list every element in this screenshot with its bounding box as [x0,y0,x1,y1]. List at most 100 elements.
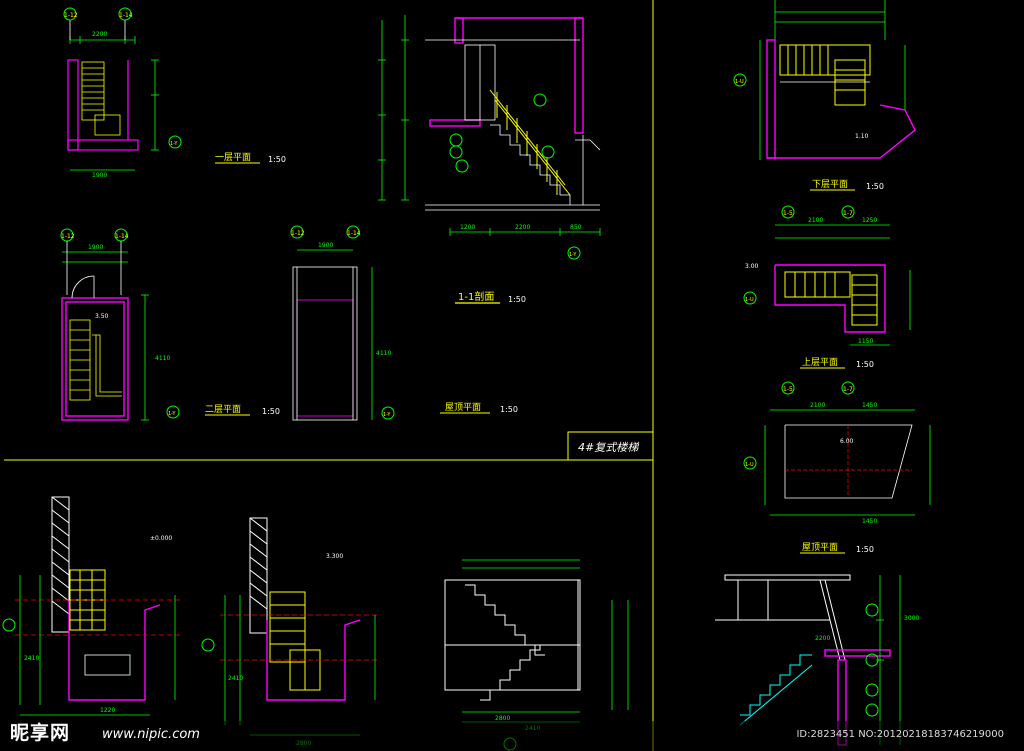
axis-label: 1-7 [843,210,853,217]
axis-label: 1-5 [783,386,793,393]
roof2-plan: 1-5 1-7 2100 1450 6.00 1-U 1450 屋顶平面 1:5… [743,381,931,554]
view-scale: 1:50 [508,295,526,304]
axis-label: 1-14 [347,230,361,237]
dimension-text: 4110 [155,355,170,362]
bottom-right-section: 2200 3000 [715,574,919,746]
dimension-text: 2410 [228,675,243,682]
axis-label: 1-U [745,297,754,303]
axis-label: 1-5 [783,210,793,217]
view-label: 下层平面 [812,179,848,190]
dimension-text: 1900 [92,172,107,179]
callout-bubble [865,653,879,667]
axis-label: 1-12 [291,230,305,237]
callout-bubble [533,93,547,107]
dimension-text: 1900 [318,242,333,249]
level-mark: 3.00 [745,263,759,270]
view-label: 1-1剖面 [458,290,494,303]
axis-bubble [841,205,855,219]
dimension-text: 850 [570,224,582,231]
view-scale: 1:50 [500,405,518,414]
axis-bubble [168,135,182,149]
dimension-text: 1900 [88,244,103,251]
dimension-text: 4110 [376,350,391,357]
lower-floor-plan: 1.10 1-U 下层平面 1:50 [733,0,916,191]
dimension-text: 1150 [858,338,873,345]
axis-label: 1-12 [61,233,75,240]
callout-bubble [455,159,469,173]
bottom-stair-plan-2: 2410 2800 3.300 [201,517,380,747]
callout-bubble [865,683,879,697]
floor1-plan: 1-12 1-14 2200 1900 1-Y 一层平面 1:50 [63,7,286,179]
dimension-text: 2200 [515,224,530,231]
level-mark: 6.00 [840,438,854,445]
callout-bubble [567,246,581,260]
dimension-text: 2800 [495,715,510,722]
axis-label: 1-14 [119,12,133,19]
callout-bubble [449,145,463,159]
view-label: 屋顶平面 [445,402,481,413]
axis-bubble [743,291,757,305]
dimension-text: 1450 [862,402,877,409]
callout-bubble [449,133,463,147]
axis-bubble [201,638,215,652]
level-mark: 3.50 [95,313,109,320]
view-label: 屋顶平面 [802,542,838,553]
dimension-text: 1250 [862,217,877,224]
axis-bubble [781,205,795,219]
axis-bubble [781,381,795,395]
view-label: 二层平面 [205,404,241,415]
axis-bubble [118,7,132,21]
level-mark: 3.300 [326,553,343,560]
view-label: 一层平面 [215,152,251,163]
level-mark: ±0.000 [150,535,172,542]
axis-bubble [290,225,304,239]
view-scale: 1:50 [856,545,874,554]
dimension-text: 2410 [24,655,39,662]
axis-label: 1-14 [115,233,129,240]
title-block-text: 4#复式楼梯 [578,441,639,454]
watermark-id: ID:2823451 NO:20120218183746219000 [796,729,1004,740]
dimension-text: 2200 [815,635,830,642]
dimension-text: 1200 [460,224,475,231]
watermark-logo: 昵享网 [10,722,71,744]
watermark-bar: 昵享网 www.nipic.com ID:2823451 NO:20120218… [0,721,1024,751]
view-scale: 1:50 [262,407,280,416]
axis-label: 1-Y [168,411,176,417]
section-1-1: 1200 2200 850 1-Y 1-1剖面 1:50 [378,15,601,304]
callout-bubble [865,603,879,617]
dimension-text: 2200 [92,31,107,38]
axis-bubble [841,381,855,395]
callout-bubble [541,145,555,159]
dimension-text: 1450 [862,518,877,525]
axis-bubble [381,406,395,420]
upper-floor-plan: 1-5 1-7 2100 1250 3.00 1-U 1150 上层平面 1:5… [743,205,911,369]
axis-label: 1-7 [843,386,853,393]
axis-bubble [733,73,747,87]
watermark-url: www.nipic.com [102,727,200,742]
axis-label: 1-Y [383,412,391,418]
axis-bubble [166,405,180,419]
axis-label: 1-Y [170,141,178,147]
dimension-text: 2100 [810,402,825,409]
axis-bubble [63,7,77,21]
callout-bubble [865,703,879,717]
view-label: 上层平面 [802,357,838,368]
drawing-frame [4,0,654,751]
roof1-plan: 1-12 1-14 1900 4110 1-Y 屋顶平面 1:50 [290,225,518,421]
bottom-stair-plan-1: 2410 1220 ±0.000 [2,496,180,716]
view-scale: 1:50 [268,155,286,164]
floor2-plan: 1-12 1-14 1900 4110 3.50 [60,228,280,421]
axis-bubble [2,618,16,632]
axis-label: 1-12 [64,12,78,19]
axis-label: 1-U [735,79,744,85]
dimension-text: 1220 [100,707,115,714]
view-scale: 1:50 [856,360,874,369]
axis-bubble [743,456,757,470]
dimension-text: 2100 [808,217,823,224]
view-scale: 1:50 [866,182,884,191]
level-mark: 1.10 [855,133,869,140]
dimension-text: 3000 [904,615,919,622]
axis-bubble [346,225,360,239]
axis-label: 1-U [745,462,754,468]
